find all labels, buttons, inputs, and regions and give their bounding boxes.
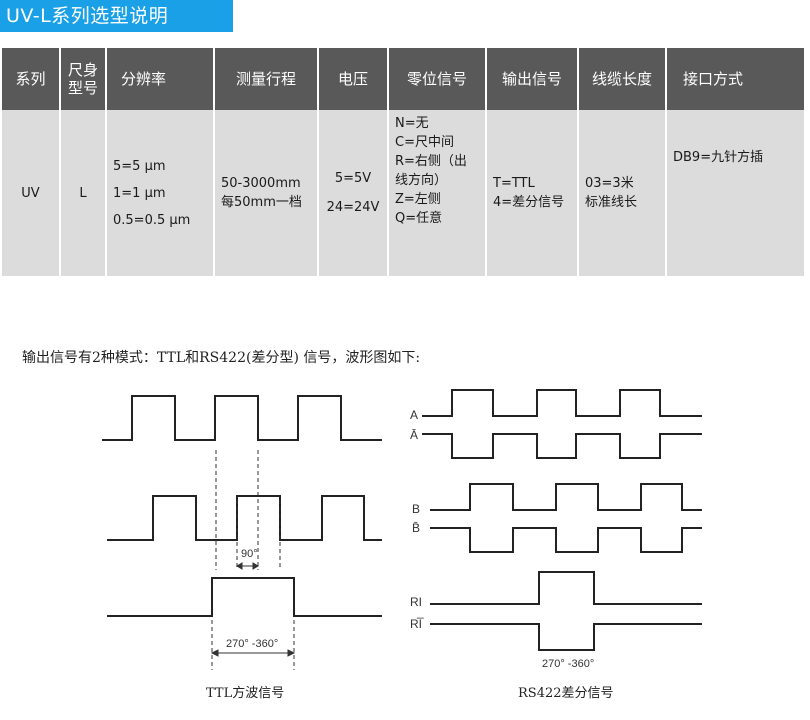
ttl-zero-width-marker — [210, 649, 296, 657]
table-header-row: 系列 尺身 型号 分辨率 测量行程 电压 零位信号 输出信号 线缆长度 接口方式 — [2, 48, 804, 110]
header-output-signal: 输出信号 — [486, 48, 579, 110]
cell-model: L — [60, 110, 107, 276]
signal-label-a-bar: Ā — [410, 428, 418, 442]
header-cable-length: 线缆长度 — [578, 48, 667, 110]
ttl-channel-b-wave — [107, 495, 382, 541]
output-option: T=TTL — [493, 176, 535, 191]
signal-label-ri: RI — [410, 595, 422, 609]
header-zero-signal: 零位信号 — [388, 48, 487, 110]
rs422-ri-wave — [430, 571, 702, 605]
cell-interface: DB9=九针方插 — [666, 110, 804, 276]
travel-step: 每50mm一档 — [221, 195, 302, 210]
zero-option: Q=任意 — [395, 211, 443, 226]
rs422-b-bar-wave — [430, 527, 702, 553]
zero-option: R=右侧（出线方向） — [395, 154, 467, 188]
cell-output-signal: T=TTL 4=差分信号 — [486, 110, 579, 276]
cable-option: 03=3米 — [585, 176, 634, 191]
voltage-option: 24=24V — [326, 200, 380, 215]
ttl-phase-label: 90° — [241, 548, 258, 560]
phase-90-marker — [236, 562, 259, 570]
cell-resolution: 5=5 μm 1=1 μm 0.5=0.5 μm — [106, 110, 215, 276]
table-row: UV L 5=5 μm 1=1 μm 0.5=0.5 μm 50-3000mm … — [2, 110, 804, 276]
ttl-caption: TTL方波信号 — [206, 685, 284, 701]
voltage-option: 5=5V — [334, 171, 372, 186]
cell-cable-length: 03=3米 标准线长 — [578, 110, 667, 276]
resolution-option: 5=5 μm — [113, 158, 166, 174]
signal-label-b: B — [412, 502, 420, 516]
cell-travel: 50-3000mm 每50mm一档 — [214, 110, 319, 276]
header-resolution: 分辨率 — [106, 48, 215, 110]
spec-table: 系列 尺身 型号 分辨率 测量行程 电压 零位信号 输出信号 线缆长度 接口方式… — [2, 48, 804, 276]
rs422-caption: RS422差分信号 — [518, 686, 614, 701]
rs422-a-wave — [422, 389, 702, 417]
header-voltage: 电压 — [318, 48, 389, 110]
ttl-zero-label: 270° -360° — [226, 638, 278, 650]
rs422-a-bar-wave — [422, 433, 702, 459]
rs422-zero-label: 270° -360° — [542, 658, 594, 670]
header-series: 系列 — [2, 48, 61, 110]
rs422-b-wave — [430, 483, 702, 511]
zero-option: N=无 — [395, 116, 429, 131]
phase-guides — [211, 450, 295, 670]
page-title: UV-L系列选型说明 — [0, 0, 233, 32]
cell-zero-signal: N=无 C=尺中间 R=右侧（出线方向） Z=左侧 Q=任意 — [388, 110, 487, 276]
header-model: 尺身 型号 — [60, 48, 107, 110]
output-option: 4=差分信号 — [493, 195, 565, 210]
cable-note: 标准线长 — [585, 195, 638, 210]
waveform-diagram: 90° 270° -360° 270° -360° A Ā B B̄ RI RI… — [102, 389, 702, 701]
intro-text: 输出信号有2种模式：TTL和RS422(差分型) 信号，波形图如下: — [22, 350, 421, 366]
rs422-ri-bar-wave — [430, 623, 702, 651]
ttl-reference-wave — [107, 577, 382, 617]
header-interface: 接口方式 — [666, 48, 804, 110]
signal-label-ri-bar: RI̅ — [410, 617, 424, 631]
zero-option: C=尺中间 — [395, 135, 454, 150]
resolution-option: 1=1 μm — [113, 185, 166, 201]
interface-option: DB9=九针方插 — [673, 150, 764, 165]
zero-option: Z=左侧 — [395, 192, 441, 207]
header-travel: 测量行程 — [214, 48, 319, 110]
cell-voltage: 5=5V 24=24V — [318, 110, 389, 276]
cell-series: UV — [2, 110, 61, 276]
ttl-channel-a-wave — [102, 395, 382, 441]
travel-range: 50-3000mm — [221, 176, 301, 191]
signal-label-a: A — [410, 408, 418, 422]
resolution-option: 0.5=0.5 μm — [113, 212, 191, 228]
signal-label-b-bar: B̄ — [412, 521, 420, 535]
